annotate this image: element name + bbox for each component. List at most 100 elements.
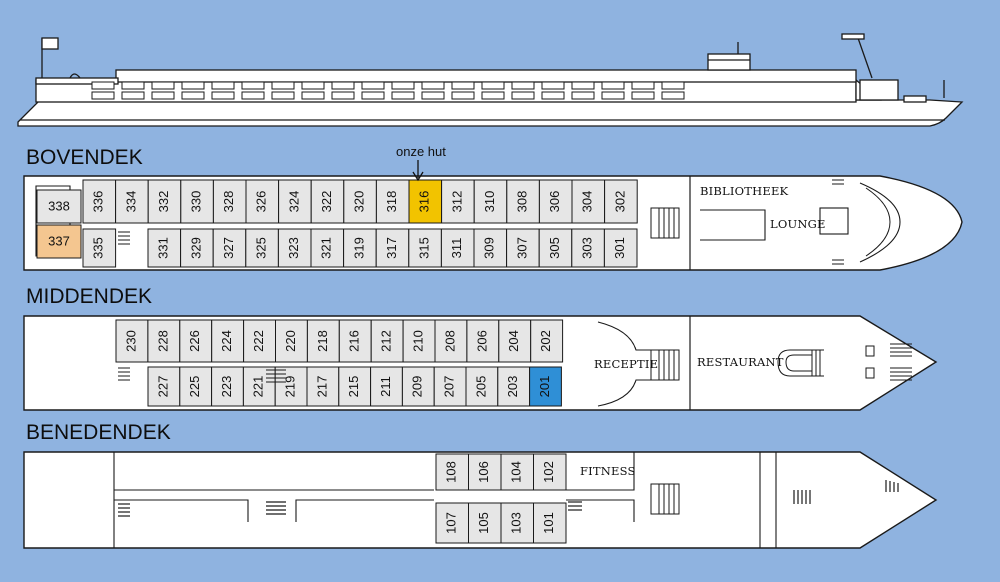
cabin-308: 308: [506, 179, 540, 224]
cabin-325: 325: [245, 228, 279, 268]
cabin-310: 310: [473, 179, 508, 224]
cabin-307: 307: [506, 228, 540, 268]
window-icon: [631, 81, 655, 90]
cabin-number: 308: [515, 191, 530, 213]
cabin-number: 329: [188, 237, 203, 259]
annotation-label: onze hut: [396, 144, 446, 159]
cabin-218: 218: [306, 319, 340, 363]
cabin-207: 207: [433, 366, 467, 407]
cabin-105: 105: [468, 502, 502, 544]
cabin-number: 102: [541, 461, 556, 483]
cabin-217: 217: [306, 366, 340, 407]
cabin-number: 306: [547, 191, 562, 213]
window-icon: [481, 91, 505, 100]
cabin-number: 212: [379, 330, 394, 352]
cabin-303: 303: [571, 228, 605, 268]
cabin-222: 222: [243, 319, 277, 363]
window-icon: [601, 81, 625, 90]
staircase-icon: [650, 207, 680, 239]
window-icon: [361, 81, 385, 90]
deck-title-midden: MIDDENDEK: [26, 285, 152, 308]
cabin-219: 219: [274, 366, 308, 407]
cabin-number: 332: [156, 191, 171, 213]
window-icon: [511, 91, 535, 100]
cabin-220: 220: [275, 319, 308, 363]
cabin-311: 311: [440, 228, 475, 268]
window-icon: [421, 81, 445, 90]
room-label-bibliotheek: BIBLIOTHEEK: [700, 184, 789, 198]
cabin-306: 306: [538, 179, 573, 224]
cabin-227: 227: [147, 366, 181, 407]
cabin-number: 223: [219, 376, 234, 398]
window-icon: [121, 81, 145, 90]
cabin-number: 327: [221, 237, 236, 259]
cabin-103: 103: [500, 502, 534, 544]
side-hull: [17, 99, 964, 127]
cabin-337: 337: [36, 224, 82, 259]
window-icon: [91, 91, 115, 100]
window-icon: [331, 91, 355, 100]
cabin-322: 322: [310, 179, 345, 224]
cabin-number: 319: [351, 237, 366, 259]
cabin-number: 217: [314, 376, 329, 398]
cabin-number: 226: [187, 330, 202, 352]
cabin-number: 203: [505, 376, 520, 398]
cabin-305: 305: [538, 228, 573, 268]
cabin-210: 210: [402, 319, 436, 363]
cabin-number: 101: [541, 512, 556, 534]
window-icon: [451, 81, 475, 90]
side-mast: [857, 37, 873, 79]
cabin-336: 336: [82, 179, 117, 224]
cabin-number: 107: [444, 512, 459, 534]
window-icon: [241, 81, 265, 90]
cabin-205: 205: [465, 366, 499, 407]
cabin-number: 315: [417, 237, 432, 259]
cabin-224: 224: [211, 319, 245, 363]
window-icon: [451, 91, 475, 100]
window-icon: [391, 81, 415, 90]
cabin-number: 321: [319, 237, 334, 259]
ladder-icon: [118, 367, 286, 383]
cabin-number: 316: [417, 191, 432, 213]
cabin-number: 324: [286, 191, 301, 213]
window-icon: [91, 81, 115, 90]
window-icon: [661, 81, 685, 90]
cabin-number: 207: [442, 376, 457, 398]
window-icon: [241, 91, 265, 100]
cabin-334: 334: [115, 179, 149, 224]
window-icon: [631, 91, 655, 100]
cabin-201: 201: [529, 366, 562, 407]
room-label-receptie: RECEPTIE: [594, 357, 658, 371]
cabin-323: 323: [277, 228, 312, 268]
window-icon: [661, 91, 685, 100]
cabin-number: 317: [384, 237, 399, 259]
cabin-320: 320: [343, 179, 377, 224]
cabin-330: 330: [180, 179, 214, 224]
cabin-304: 304: [571, 179, 606, 224]
cabin-208: 208: [434, 319, 468, 363]
window-icon: [571, 91, 595, 100]
cabin-number: 325: [254, 237, 269, 259]
deck-title-boven: BOVENDEK: [26, 146, 143, 169]
restaurant-buffet: [777, 349, 824, 377]
cabin-316: 316: [408, 179, 443, 224]
arrow-down-icon: [412, 171, 424, 182]
window-icon: [541, 81, 565, 90]
cabin-number: 202: [538, 330, 553, 352]
hull-outline-beneden: [23, 451, 938, 549]
window-icon: [211, 91, 235, 100]
cabin-324: 324: [278, 179, 312, 224]
window-icon: [301, 81, 325, 90]
cabin-101: 101: [533, 502, 567, 544]
window-icon: [151, 81, 175, 90]
cabin-203: 203: [497, 366, 531, 407]
cabin-223: 223: [211, 366, 244, 407]
side-wheelhouse: [707, 53, 751, 71]
cabin-number: 305: [547, 237, 562, 259]
cabin-312: 312: [441, 179, 475, 224]
room-label-lounge: LOUNGE: [770, 217, 826, 231]
